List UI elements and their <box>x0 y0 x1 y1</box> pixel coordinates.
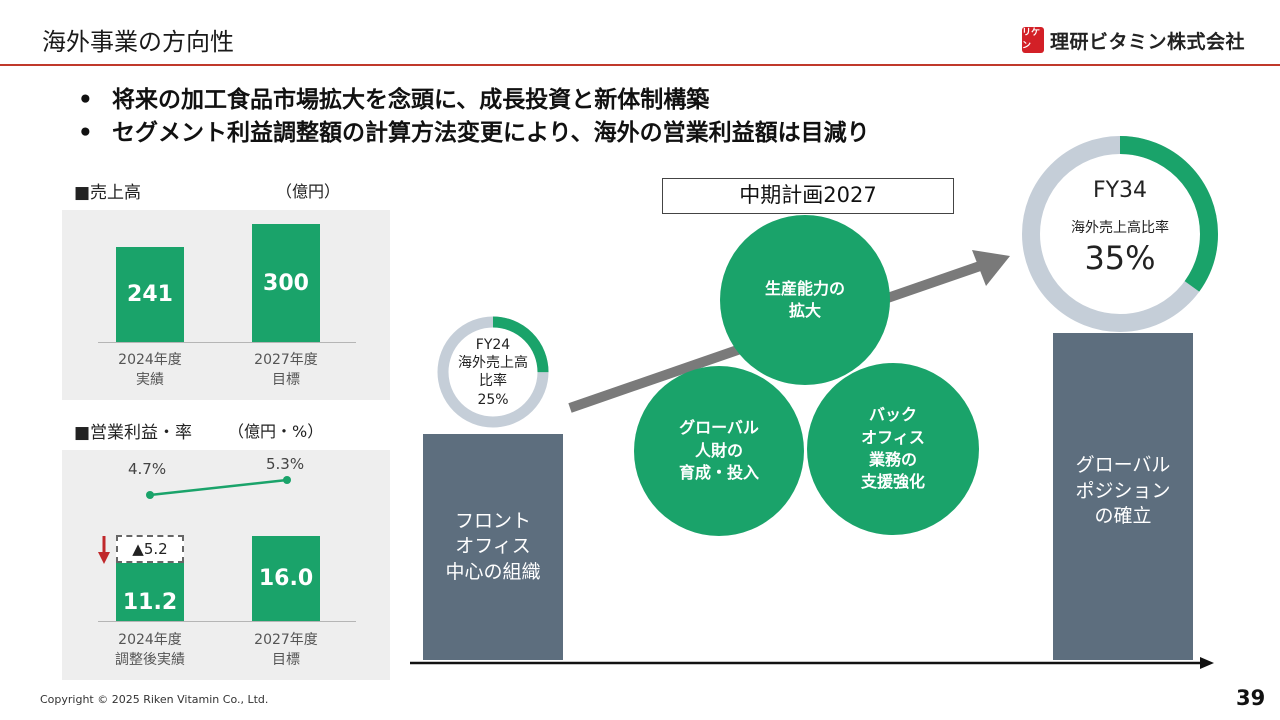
front-office-block: フロント オフィス 中心の組織 <box>423 434 563 660</box>
bullet-1-text: 将来の加工食品市場拡大を念頭に、成長投資と新体制構築 <box>112 87 710 113</box>
profit-label: ■営業利益・率 <box>74 423 193 443</box>
circle-back-office: バック オフィス 業務の 支援強化 <box>807 363 979 535</box>
tick-line: 目標 <box>272 372 300 389</box>
circle-production-capacity: 生産能力の 拡大 <box>720 215 890 385</box>
circle-line: バック <box>868 405 917 425</box>
rate-point-2024 <box>146 491 154 499</box>
timeline-arrow-icon <box>410 657 1214 669</box>
page-number: 39 <box>1236 686 1266 710</box>
profit-bar-2024-label: 11.2 <box>122 590 178 615</box>
circle-line: 支援強化 <box>860 472 925 492</box>
profit-tick-2024: 2024年度 調整後実績 <box>90 630 210 671</box>
sales-label: ■売上高 <box>74 183 142 203</box>
profit-bar-2027: 16.0 <box>252 536 320 621</box>
bullet-2-text: セグメント利益調整額の計算方法変更により、海外の営業利益額は目減り <box>112 120 870 146</box>
mid-term-plan-box: 中期計画2027 <box>662 178 954 214</box>
block-line: オフィス <box>455 535 531 558</box>
fy34-value: 35% <box>1084 239 1156 277</box>
profit-tick-2027: 2027年度 目標 <box>226 630 346 671</box>
fy24-ring-text: FY24 海外売上高 比率 25% <box>436 336 550 409</box>
bullet-2: • セグメント利益調整額の計算方法変更により、海外の営業利益額は目減り <box>78 113 870 147</box>
global-position-block: グローバル ポジション の確立 <box>1053 333 1193 660</box>
fy24-label: FY24 <box>475 337 511 353</box>
rate-label-2027: 5.3% <box>266 455 305 473</box>
block-line: フロント <box>454 509 531 532</box>
slide-title: 海外事業の方向性 <box>42 28 234 56</box>
rate-point-2027 <box>283 476 291 484</box>
sales-tick-2024: 2024年度 実績 <box>90 350 210 391</box>
title-divider <box>0 64 1280 66</box>
tick-line: 目標 <box>272 652 300 669</box>
fy34-text: 海外売上高比率 <box>1071 220 1169 236</box>
block-line: ポジション <box>1075 479 1171 502</box>
sales-bar-2024: 241 <box>116 247 184 342</box>
rate-line <box>146 476 291 499</box>
circle-line: オフィス <box>861 427 925 447</box>
circle-line: 育成・投入 <box>678 463 759 483</box>
tick-line: 2024年度 <box>118 352 182 368</box>
block-line: グローバル <box>1075 454 1171 476</box>
fy34-label: FY34 <box>1092 178 1148 203</box>
circle-line: 業務の <box>868 450 917 469</box>
fy24-text-line: 海外売上高 <box>458 355 528 372</box>
sales-tick-2027: 2027年度 目標 <box>226 350 346 391</box>
fy24-value: 25% <box>477 391 509 408</box>
tick-line: 2024年度 <box>118 632 182 648</box>
bullet-1: • 将来の加工食品市場拡大を念頭に、成長投資と新体制構築 <box>78 80 709 114</box>
bullet-dot: • <box>78 87 93 113</box>
sales-bar-2024-label: 241 <box>127 282 173 307</box>
logo-mark-icon: リケン <box>1022 27 1044 53</box>
tick-line: 2027年度 <box>254 352 318 368</box>
company-logo: リケン 理研ビタミン株式会社 <box>1022 26 1245 54</box>
sales-bar-2027: 300 <box>252 224 320 342</box>
tick-line: 2027年度 <box>254 632 318 648</box>
tick-line: 実績 <box>136 372 164 389</box>
block-line: 中心の組織 <box>445 560 541 583</box>
rate-label-2024: 4.7% <box>128 460 167 478</box>
fy24-ring-share <box>437 316 549 428</box>
profit-bar-2027-label: 16.0 <box>258 566 314 591</box>
sales-axis <box>98 342 356 343</box>
profit-axis <box>98 621 356 622</box>
profit-unit: （億円・%） <box>228 422 324 441</box>
fy34-ring-text: FY34 海外売上高比率 35% <box>1040 178 1200 277</box>
adjustment-box: ▲5.2 <box>116 535 184 563</box>
fy34-ring <box>1022 136 1218 332</box>
circle-global-talent: グローバル 人財の 育成・投入 <box>634 366 804 536</box>
fy24-text-line: 比率 <box>479 373 507 390</box>
circle-line: 拡大 <box>788 301 821 320</box>
profit-bar-2024: 11.2 <box>116 563 184 621</box>
company-name: 理研ビタミン株式会社 <box>1050 30 1246 53</box>
fy34-ring-share <box>1022 136 1218 332</box>
down-arrow-icon <box>98 536 110 564</box>
tick-line: 調整後実績 <box>115 652 185 669</box>
sales-bar-2027-label: 300 <box>263 270 309 296</box>
circle-line: グローバル <box>679 418 759 438</box>
copyright: Copyright © 2025 Riken Vitamin Co., Ltd. <box>40 693 269 706</box>
sales-unit: （億円） <box>276 182 341 201</box>
fy24-ring <box>437 316 549 428</box>
block-line: の確立 <box>1094 505 1152 528</box>
circle-line: 人財の <box>694 440 743 460</box>
circle-line: 生産能力の <box>764 278 845 298</box>
rate-line-segment <box>149 478 288 497</box>
bullet-dot: • <box>78 120 93 146</box>
